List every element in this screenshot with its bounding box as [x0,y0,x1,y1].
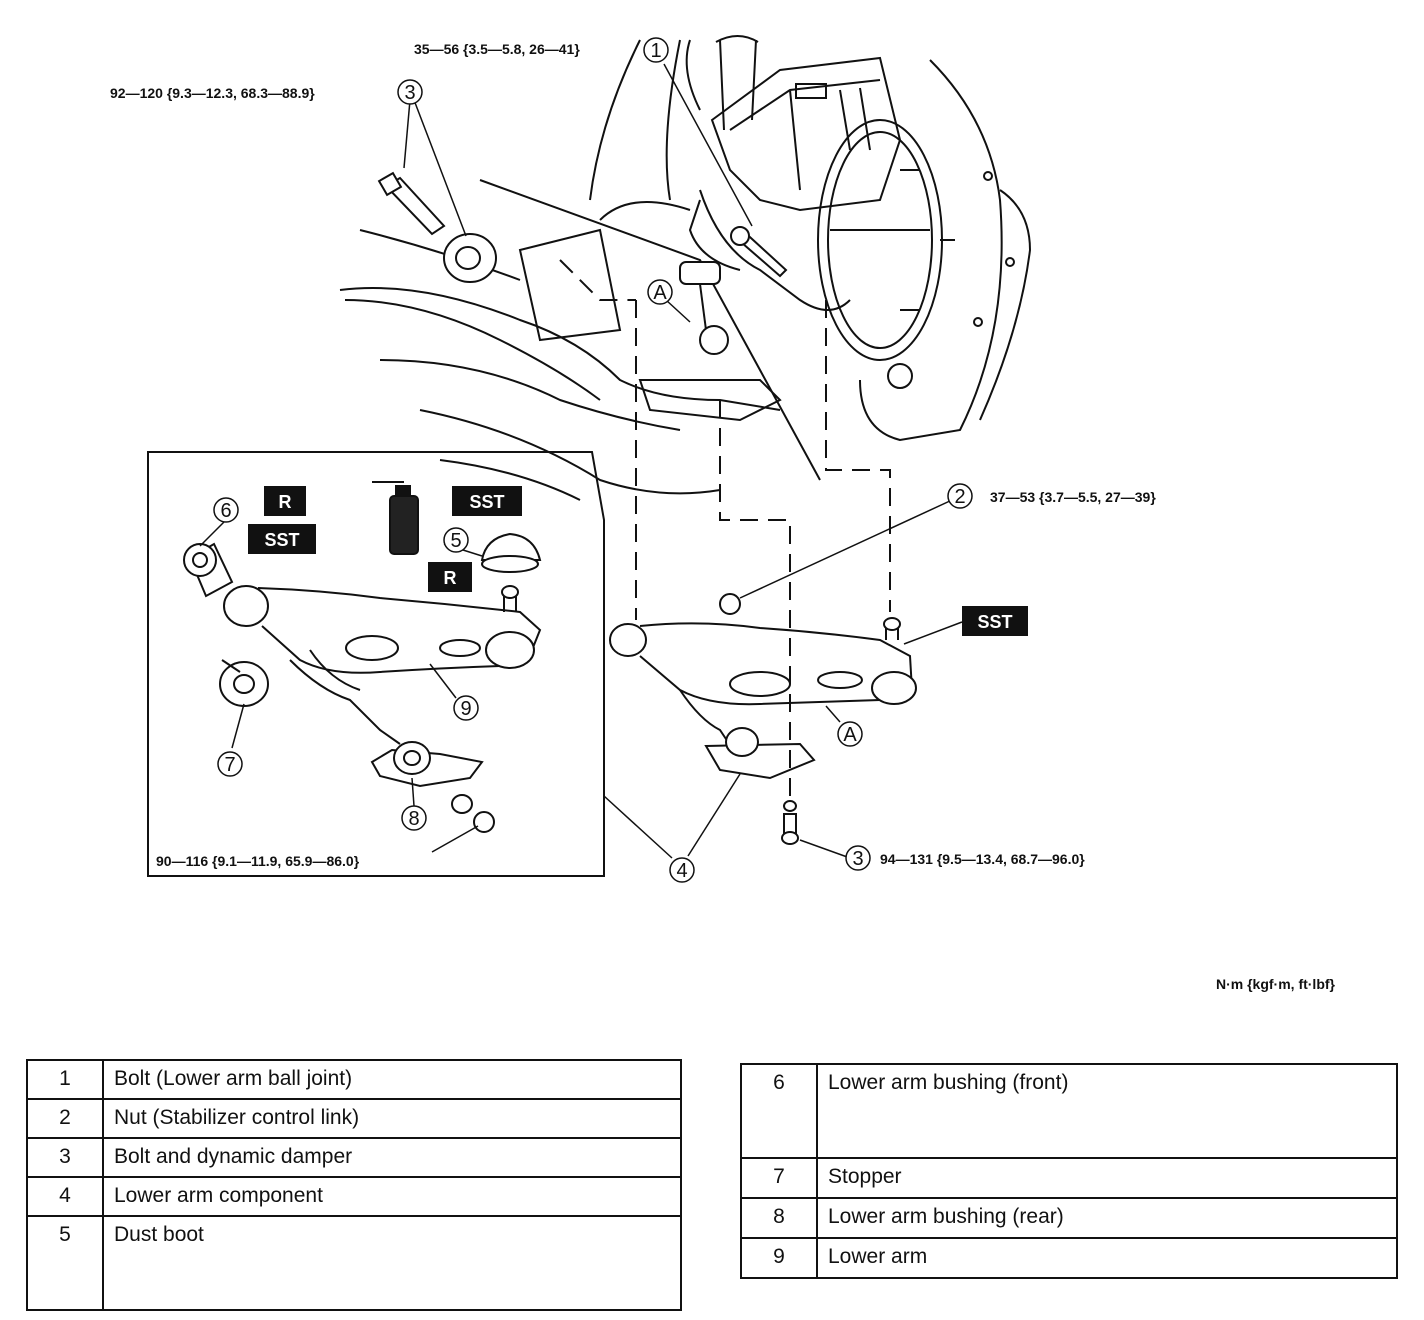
torque-bolt-3-bottom: 94—131 {9.5—13.4, 68.7—96.0} [880,851,1085,867]
legend-label: Bolt and dynamic damper [102,1137,682,1178]
callout-5: 5 [443,527,469,553]
badge-sst-left: SST [248,524,316,554]
badge-r-middle: R [428,562,472,592]
legend-num: 1 [26,1059,104,1100]
legend-num: 9 [740,1237,818,1279]
washer-and-nut-detail [451,794,495,833]
stabilizer-control-link [679,261,729,355]
legend-num: 5 [26,1215,104,1311]
torque-units-note: N·m {kgf·m, ft·lbf} [1216,976,1335,992]
bolt-1 [730,226,788,278]
legend-num: 8 [740,1197,818,1239]
legend-row: 1 Bolt (Lower arm ball joint) [26,1059,682,1100]
callout-2: 2 [947,483,973,509]
legend-label: Lower arm component [102,1176,682,1217]
dynamic-damper-top [443,233,497,283]
svg-text:5: 5 [450,530,461,552]
exploded-view-diagram: 1 3 A 2 6 5 9 7 8 A 4 3 35 [110,35,1156,883]
svg-text:R: R [444,568,457,588]
parts-legend-right: 6 Lower arm bushing (front) 7 Stopper 8 … [740,1063,1398,1279]
svg-text:3: 3 [852,848,863,870]
badge-sst-middle: SST [452,486,522,516]
svg-text:9: 9 [460,698,471,720]
legend-label: Bolt (Lower arm ball joint) [102,1059,682,1100]
grease-container [372,481,419,555]
svg-text:1: 1 [650,40,661,62]
legend-row: 2 Nut (Stabilizer control link) [26,1098,682,1139]
legend-num: 6 [740,1063,818,1159]
bolt-3-bottom [781,800,799,845]
legend-row: 9 Lower arm [740,1237,1398,1279]
legend-label: Lower arm bushing (front) [816,1063,1398,1159]
legend-row: 4 Lower arm component [26,1176,682,1217]
callout-6: 6 [213,497,239,523]
knuckle-and-brake-assembly [589,35,1032,442]
legend-row: 5 Dust boot [26,1215,682,1311]
torque-bolt-3-top: 92—120 {9.3—12.3, 68.3—88.9} [110,85,315,101]
legend-num: 4 [26,1176,104,1217]
bolt-3-top [377,171,446,236]
leader-lines [199,63,963,859]
svg-text:8: 8 [408,808,419,830]
lower-arm-detail [223,585,542,745]
callout-1: 1 [643,37,669,63]
svg-text:A: A [843,724,857,746]
callout-a-top: A [647,279,673,305]
detail-panel [147,451,605,877]
dust-boot [480,532,542,573]
legend-label: Dust boot [102,1215,682,1311]
lower-arm-assembled [609,593,917,780]
legend-label: Lower arm [816,1237,1398,1279]
svg-text:SST: SST [469,492,504,512]
legend-num: 2 [26,1098,104,1139]
nut-knuckle [887,363,913,389]
torque-bolt-1: 35—56 {3.5—5.8, 26—41} [414,41,580,57]
svg-text:A: A [653,282,667,304]
legend-row: 8 Lower arm bushing (rear) [740,1197,1398,1239]
crossmember-line-art [339,179,821,501]
badge-r-top: R [264,486,306,516]
alignment-lines [559,259,891,798]
stopper [219,659,269,707]
legend-num: 7 [740,1157,818,1199]
badge-sst-right: SST [962,606,1028,636]
callout-3-top: 3 [397,79,423,105]
callout-9: 9 [453,695,479,721]
callout-4: 4 [669,857,695,883]
svg-text:2: 2 [954,486,965,508]
svg-text:6: 6 [220,500,231,522]
legend-label: Stopper [816,1157,1398,1199]
callout-a-bottom: A [837,721,863,747]
svg-text:SST: SST [264,530,299,550]
torque-nut-bushing-rear: 90—116 {9.1—11.9, 65.9—86.0} [156,853,360,869]
svg-text:SST: SST [977,612,1012,632]
callout-7: 7 [217,751,243,777]
legend-label: Lower arm bushing (rear) [816,1197,1398,1239]
lower-arm-bushing-rear [370,741,484,788]
lower-arm-bushing-front [183,542,234,598]
torque-nut-2: 37—53 {3.7—5.5, 27—39} [990,489,1156,505]
parts-legend-left: 1 Bolt (Lower arm ball joint) 2 Nut (Sta… [26,1059,682,1311]
svg-text:7: 7 [224,754,235,776]
legend-label: Nut (Stabilizer control link) [102,1098,682,1139]
legend-row: 3 Bolt and dynamic damper [26,1137,682,1178]
svg-text:3: 3 [404,82,415,104]
svg-text:R: R [279,492,292,512]
legend-row: 6 Lower arm bushing (front) [740,1063,1398,1159]
legend-row: 7 Stopper [740,1157,1398,1199]
callout-8: 8 [401,805,427,831]
legend-num: 3 [26,1137,104,1178]
callout-3-bottom: 3 [845,845,871,871]
svg-text:4: 4 [676,860,687,882]
